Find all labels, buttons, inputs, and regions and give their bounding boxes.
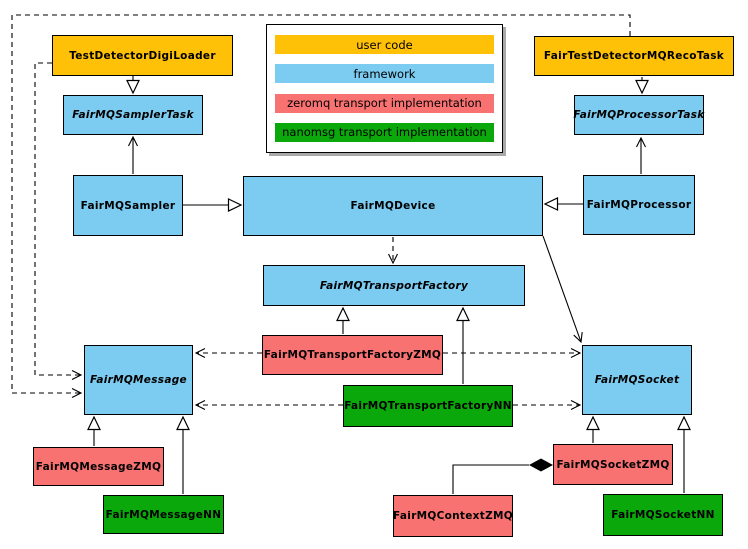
composition-edge — [452, 458, 553, 494]
node-fairmqtransportfactoryzmq: FairMQTransportFactoryZMQ — [262, 335, 443, 375]
node-fairmqdevice: FairMQDevice — [243, 176, 543, 236]
node-fairtestdetectormqrecotask: FairTestDetectorMQRecoTask — [534, 36, 734, 76]
node-testdetectordigiloader: TestDetectorDigiLoader — [52, 35, 233, 76]
node-fairmqtransportfactorynn: FairMQTransportFactoryNN — [343, 385, 513, 427]
legend: user code framework zeromq transport imp… — [266, 24, 503, 153]
edge-contextzmq-socketzmq — [452, 464, 529, 494]
node-fairmqprocessor: FairMQProcessor — [583, 175, 695, 235]
node-fairmqsamplertask: FairMQSamplerTask — [63, 95, 203, 135]
association-edges — [128, 135, 646, 344]
node-fairmqsampler: FairMQSampler — [73, 175, 183, 236]
edge-digiloader-message — [34, 62, 83, 380]
node-fairmqtransportfactory: FairMQTransportFactory — [263, 265, 525, 306]
dependency-edges — [11, 14, 631, 410]
legend-item-zeromq: zeromq transport implementation — [275, 93, 494, 113]
node-fairmqsocketzmq: FairMQSocketZMQ — [553, 444, 673, 485]
node-fairmqmessagezmq: FairMQMessageZMQ — [33, 447, 164, 486]
node-fairmqprocessortask: FairMQProcessorTask — [573, 95, 704, 135]
node-fairmqsocketnn: FairMQSocketNN — [603, 494, 723, 536]
node-fairmqcontextzmq: FairMQContextZMQ — [393, 495, 513, 537]
legend-item-user-code: user code — [275, 35, 494, 54]
edge-recotask-message — [11, 14, 631, 398]
legend-item-framework: framework — [275, 64, 494, 84]
node-fairmqmessage: FairMQMessage — [84, 345, 193, 415]
node-fairmqsocket: FairMQSocket — [582, 345, 692, 415]
composition-diamond-icon — [529, 458, 553, 472]
node-fairmqmessagenn: FairMQMessageNN — [103, 495, 224, 534]
legend-item-nanomsg: nanomsg transport implementation — [275, 122, 494, 142]
inheritance-edges — [87, 76, 691, 494]
edge-device-socket — [542, 235, 583, 344]
